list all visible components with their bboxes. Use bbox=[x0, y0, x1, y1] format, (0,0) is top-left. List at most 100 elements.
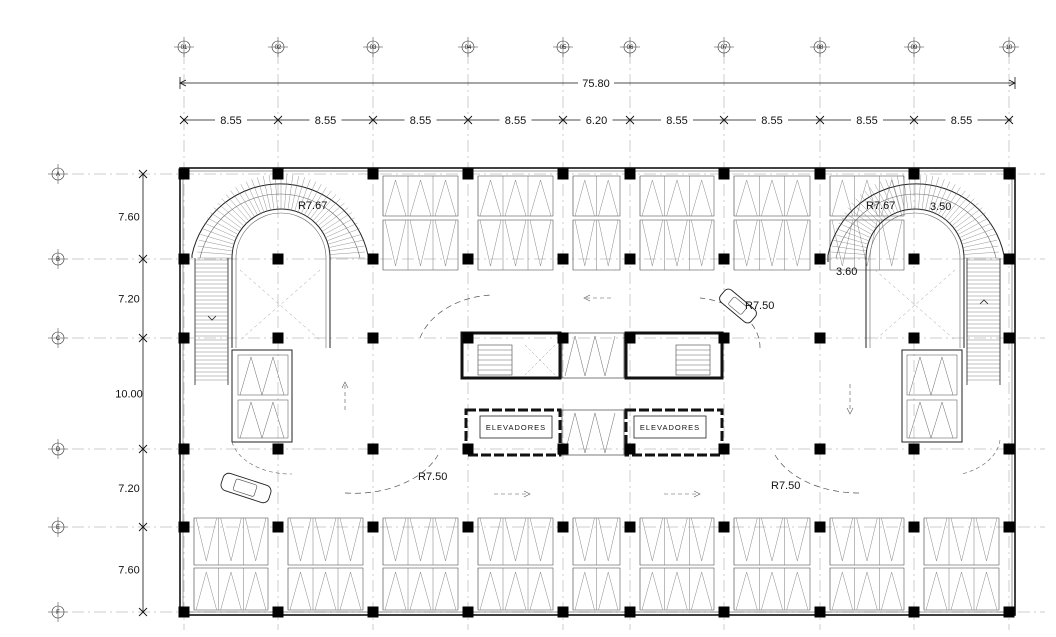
dimension-3-60-label: 3.60 bbox=[836, 266, 857, 278]
grid-column-label: 01 bbox=[181, 45, 188, 51]
column bbox=[557, 253, 569, 265]
parking-stall bbox=[856, 517, 878, 562]
row-dimension-label: 7.20 bbox=[118, 483, 139, 495]
grid-column-label: 06 bbox=[627, 45, 634, 51]
ramp-right-steps bbox=[967, 259, 1000, 381]
column bbox=[908, 253, 920, 265]
column bbox=[718, 443, 730, 455]
parking-stall bbox=[314, 517, 337, 562]
column bbox=[624, 332, 636, 344]
ramp-left bbox=[191, 174, 369, 475]
column bbox=[814, 253, 826, 265]
column bbox=[367, 332, 379, 344]
parking-stall bbox=[529, 219, 552, 267]
parking-stall bbox=[666, 517, 688, 562]
column bbox=[814, 443, 826, 455]
column bbox=[624, 443, 636, 455]
column bbox=[178, 168, 190, 180]
column bbox=[814, 606, 826, 618]
parking-stall bbox=[691, 517, 713, 562]
column bbox=[367, 521, 379, 533]
parking-stall bbox=[786, 179, 809, 217]
column bbox=[814, 332, 826, 344]
radius-bottom-left-label: R7.50 bbox=[418, 471, 447, 483]
column bbox=[462, 521, 474, 533]
grid-column-label: 02 bbox=[275, 45, 282, 51]
ramp-left-steps bbox=[195, 259, 228, 381]
column bbox=[557, 332, 569, 344]
parking-stall bbox=[856, 219, 878, 267]
span-dimension-label: 6.20 bbox=[586, 115, 607, 127]
column bbox=[178, 521, 190, 533]
parking-stall bbox=[529, 179, 552, 217]
grid-column-label: 04 bbox=[465, 45, 472, 51]
parking-stall bbox=[574, 179, 595, 217]
parking-stall bbox=[384, 219, 407, 267]
column bbox=[908, 332, 920, 344]
parking-stall bbox=[641, 517, 663, 562]
parking-stall bbox=[384, 571, 407, 611]
parking-stall bbox=[666, 219, 688, 267]
radius-bottom-right-label: R7.50 bbox=[771, 480, 800, 492]
parking-stall bbox=[384, 179, 407, 217]
parking-stall bbox=[289, 517, 312, 562]
span-dimension-label: 8.55 bbox=[410, 115, 431, 127]
span-dimension-label: 8.55 bbox=[951, 115, 972, 127]
column bbox=[557, 606, 569, 618]
column bbox=[367, 168, 379, 180]
parking-stall bbox=[641, 179, 663, 217]
grid-column-label: 07 bbox=[721, 45, 728, 51]
ramp-right-treads bbox=[831, 174, 999, 259]
parking-stall bbox=[479, 571, 502, 611]
parking-stall bbox=[761, 571, 783, 611]
parking-stall bbox=[856, 571, 878, 611]
column bbox=[367, 253, 379, 265]
column bbox=[908, 443, 920, 455]
parking-stall bbox=[975, 517, 998, 562]
column bbox=[718, 168, 730, 180]
parking-stall bbox=[761, 179, 783, 217]
radius-car-top-label: R7.50 bbox=[745, 300, 774, 312]
column bbox=[1003, 521, 1015, 533]
column bbox=[178, 443, 190, 455]
column bbox=[557, 168, 569, 180]
column bbox=[624, 606, 636, 618]
column bbox=[462, 168, 474, 180]
span-dimension-label: 8.55 bbox=[666, 115, 687, 127]
parking-stall bbox=[504, 517, 527, 562]
parking-stall bbox=[434, 571, 457, 611]
column bbox=[272, 443, 284, 455]
span-dimension-label: 8.55 bbox=[220, 115, 241, 127]
grid-row-label: D bbox=[56, 447, 61, 453]
row-dimension-label: 7.20 bbox=[118, 294, 139, 306]
parking-stall bbox=[434, 219, 457, 267]
grid-row-label: B bbox=[56, 257, 60, 263]
column bbox=[178, 606, 190, 618]
parking-stall bbox=[479, 517, 502, 562]
parking-stall bbox=[220, 517, 242, 562]
grid-row-label: E bbox=[56, 525, 60, 531]
column bbox=[1003, 168, 1015, 180]
ramp-left-treads bbox=[197, 174, 365, 259]
column bbox=[272, 606, 284, 618]
parking-stall bbox=[598, 571, 619, 611]
column bbox=[624, 168, 636, 180]
parking-stall bbox=[735, 219, 758, 267]
parking-stall bbox=[666, 571, 688, 611]
column bbox=[272, 253, 284, 265]
column bbox=[1003, 253, 1015, 265]
parking-stall bbox=[881, 517, 903, 562]
row-dimension-label: 7.60 bbox=[118, 565, 139, 577]
grid-row-label: A bbox=[56, 172, 60, 178]
parking-stall bbox=[504, 219, 527, 267]
parking-stall bbox=[529, 571, 552, 611]
parking-stall bbox=[434, 517, 457, 562]
parking-stall bbox=[434, 179, 457, 217]
parking-stall bbox=[314, 571, 337, 611]
parking-stall bbox=[925, 517, 948, 562]
parking-stall bbox=[245, 517, 267, 562]
grid-row-label: F bbox=[56, 610, 60, 616]
parking-stall bbox=[691, 179, 713, 217]
column bbox=[1003, 606, 1015, 618]
